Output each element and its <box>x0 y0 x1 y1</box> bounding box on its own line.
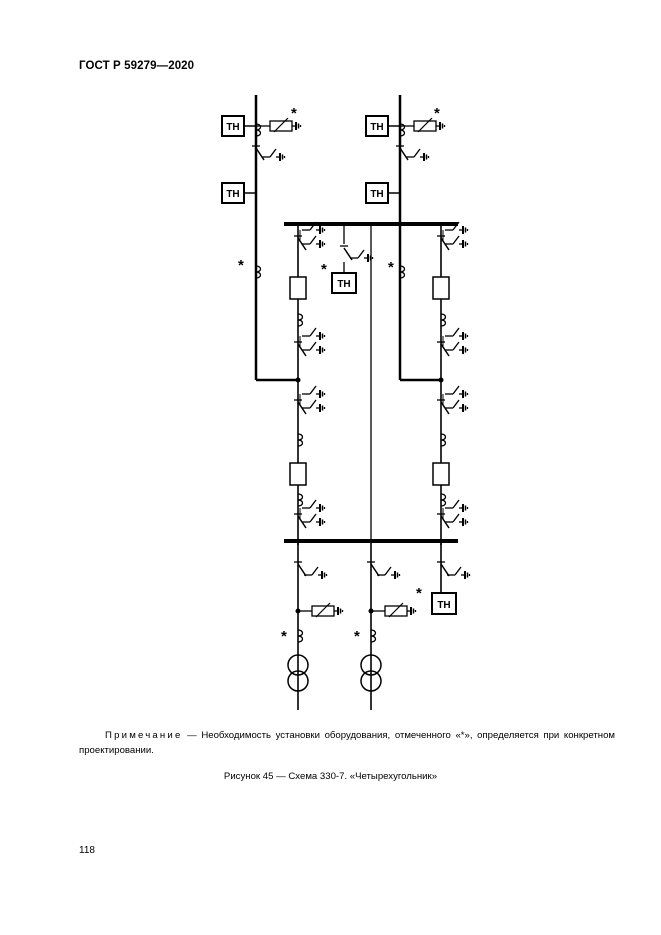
note-text: — Необходимость установки оборудования, … <box>79 730 615 756</box>
bottom-busbar-vt: ТН * <box>416 541 470 615</box>
svg-text:*: * <box>388 259 394 276</box>
svg-text:ТН: ТН <box>370 189 383 200</box>
busbar-vt: ТН * <box>321 224 373 294</box>
svg-text:ТН: ТН <box>226 189 239 200</box>
svg-text:*: * <box>434 105 440 122</box>
svg-text:*: * <box>416 585 422 602</box>
feeder-transformer-left: * <box>281 541 343 710</box>
svg-text:*: * <box>238 257 244 274</box>
document-header: ГОСТ Р 59279—2020 <box>79 60 195 72</box>
branch-left <box>289 222 325 545</box>
svg-text:*: * <box>291 105 297 122</box>
page-number: 118 <box>79 845 95 856</box>
note-label: Примечание <box>105 730 183 741</box>
svg-text:ТН: ТН <box>437 600 450 611</box>
svg-text:*: * <box>321 261 327 278</box>
branch-right <box>432 222 468 545</box>
line-right-incoming: ТН * ТН * <box>365 95 445 382</box>
line-left-incoming: ТН * ТН * <box>221 95 301 382</box>
figure-caption: Рисунок 45 — Схема 330-7. «Четырехугольн… <box>223 771 438 782</box>
svg-text:*: * <box>354 628 360 645</box>
svg-text:*: * <box>281 628 287 645</box>
feeder-transformer-center: * <box>354 541 416 710</box>
svg-text:ТН: ТН <box>370 122 383 133</box>
figure-note: Примечание — Необходимость установки обо… <box>79 728 615 758</box>
svg-text:ТН: ТН <box>226 122 239 133</box>
svg-text:ТН: ТН <box>337 279 350 290</box>
